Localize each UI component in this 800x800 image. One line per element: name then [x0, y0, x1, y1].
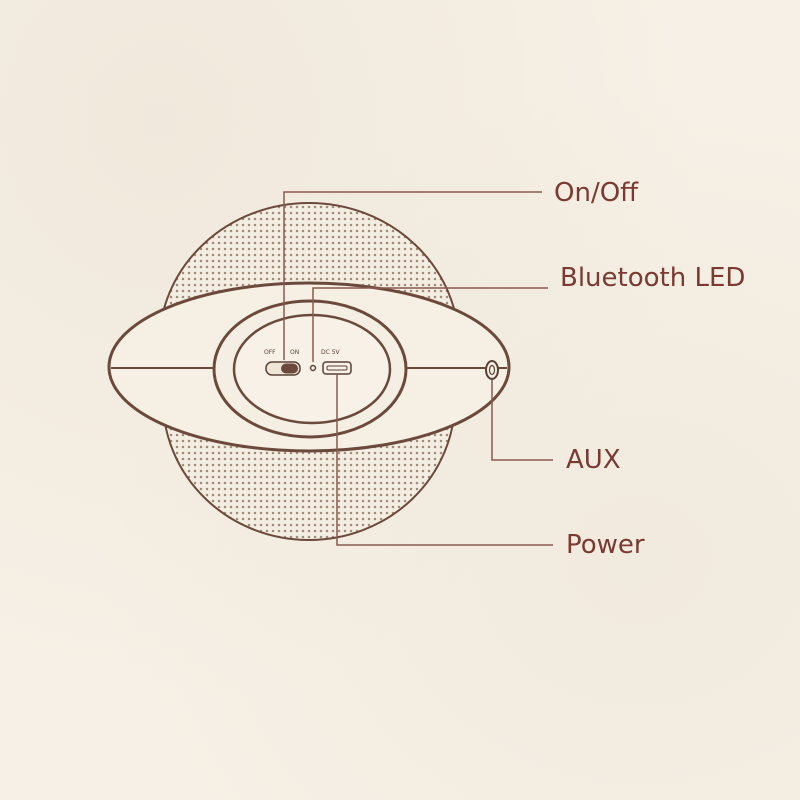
leader-line-bluetooth-led: [312, 287, 548, 362]
bottom-speaker-grille: [163, 420, 455, 541]
callout-bluetooth-led: Bluetooth LED: [560, 263, 746, 293]
callout-power: Power: [566, 530, 645, 560]
leader-line-aux: [491, 380, 553, 461]
panel-off-label: OFF: [264, 349, 276, 356]
leader-line-on-off: [283, 191, 542, 360]
panel-on-label: ON: [290, 349, 299, 356]
callout-aux: AUX: [566, 445, 621, 475]
power-switch-knob[interactable]: [281, 363, 298, 374]
power-port-slot: [326, 365, 348, 371]
aux-port-hole: [488, 364, 496, 376]
control-panel-inner: [232, 313, 392, 425]
panel-dc-label: DC 5V: [321, 349, 341, 356]
leader-line-power: [336, 375, 553, 546]
bluetooth-led-indicator: [309, 364, 317, 372]
power-port[interactable]: [322, 361, 352, 375]
aux-port[interactable]: [485, 360, 499, 380]
callout-on-off: On/Off: [554, 178, 639, 208]
